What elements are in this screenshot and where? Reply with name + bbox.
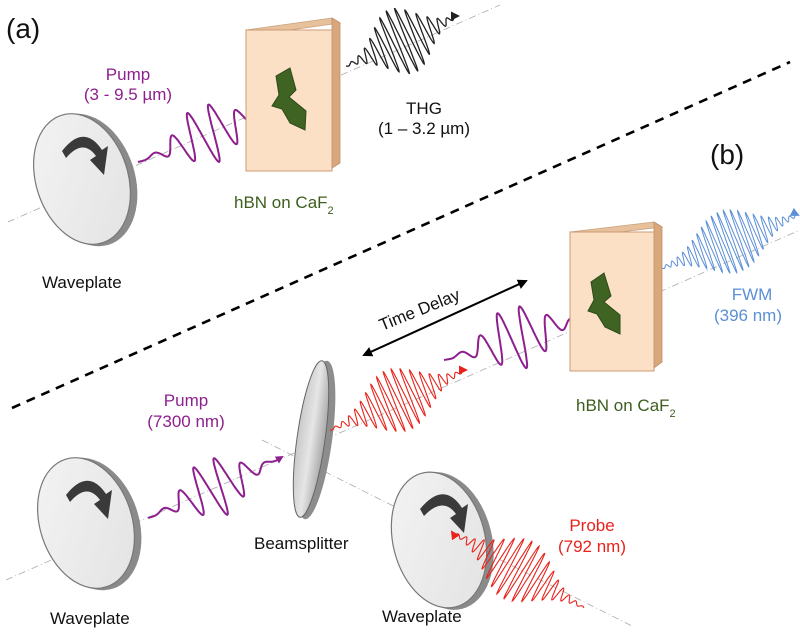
pump-label-b: Pump [164, 391, 208, 410]
waveplate-b-left [36, 457, 142, 591]
probe-label: Probe [569, 516, 614, 535]
sample-label-a: hBN on CaF2 [234, 193, 334, 217]
fwm-label: FWM [732, 285, 773, 304]
sample-crystal-b [568, 221, 664, 372]
pump-wavelength-b: (7300 nm) [147, 412, 224, 431]
rotation-arrow-icon [62, 136, 108, 175]
waveplate-b-right [390, 471, 494, 610]
probe-pulse-reflected [330, 365, 468, 433]
waveplate-label-b-left: Waveplate [50, 609, 130, 628]
pump-wavelength-a: (3 - 9.5 µm) [84, 85, 172, 104]
waveplate-a [32, 113, 138, 247]
panel-b-tag: (b) [710, 139, 744, 170]
probe-wavelength: (792 nm) [558, 537, 626, 556]
waveplate-label-a: Waveplate [42, 273, 122, 292]
thg-wavelength: (1 – 3.2 µm) [378, 119, 470, 138]
time-delay-arrow [362, 279, 528, 357]
sample-crystal-a [244, 17, 342, 172]
panel-divider [11, 60, 791, 410]
rotation-arrow-icon [66, 480, 112, 519]
panel-a-tag: (a) [6, 13, 40, 44]
time-delay-label: Time Delay [376, 285, 463, 335]
beamsplitter-label: Beamsplitter [254, 534, 349, 553]
fwm-pulse [661, 207, 800, 274]
hbn-flake-a [271, 67, 307, 131]
fwm-wavelength: (396 nm) [714, 306, 782, 325]
pump-pulse-b [147, 455, 284, 519]
thg-pulse [346, 8, 460, 74]
rotation-arrow-icon [420, 494, 468, 533]
sample-label-b: hBN on CaF2 [576, 396, 676, 420]
thg-label: THG [406, 99, 442, 118]
probe-pulse-in [450, 530, 585, 609]
hbn-flake-b [587, 272, 621, 335]
pump-pulse-delayed [443, 305, 592, 370]
pump-label-a: Pump [106, 65, 150, 84]
beamsplitter [292, 360, 336, 520]
waveplate-label-b-right: Waveplate [382, 607, 462, 626]
